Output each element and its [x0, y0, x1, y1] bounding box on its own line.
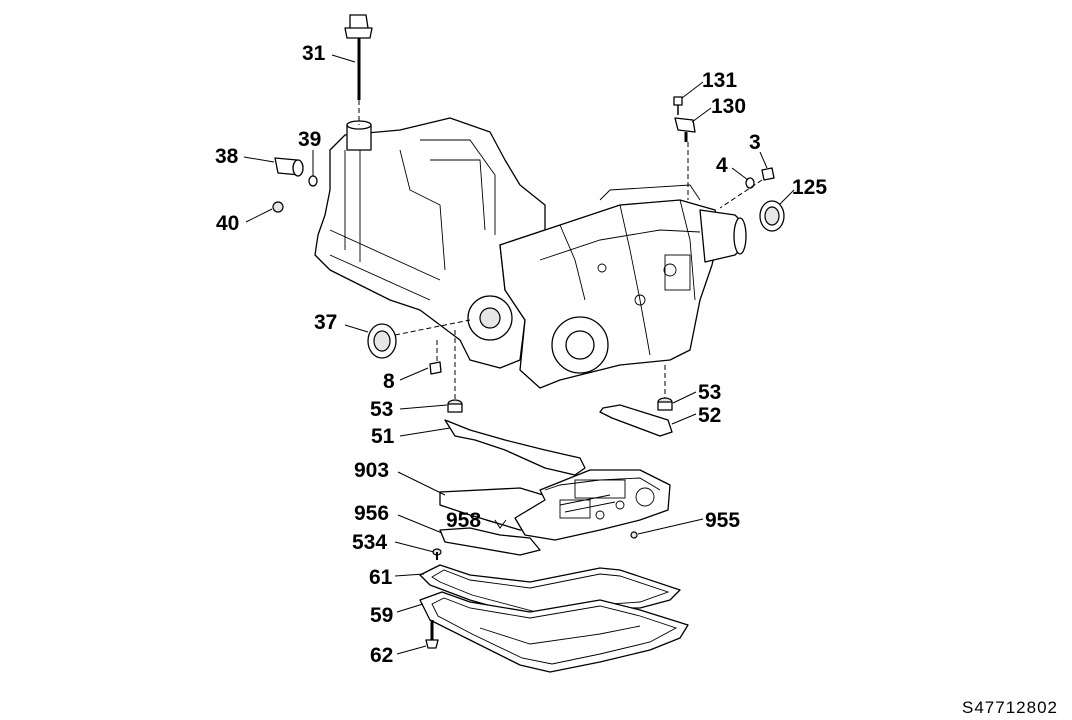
o-ring-39 — [308, 175, 318, 187]
callout-52: 52 — [698, 404, 721, 427]
plug-8 — [429, 340, 442, 375]
speed-sensor-130 — [674, 117, 696, 200]
callout-61: 61 — [369, 566, 393, 589]
callout-38: 38 — [215, 145, 239, 168]
clip-958 — [494, 519, 507, 529]
seal-37 — [367, 319, 471, 359]
oil-pan-59 — [419, 591, 689, 673]
callout-4: 4 — [716, 154, 728, 177]
plug-955 — [630, 531, 638, 539]
plug-3 — [719, 167, 775, 209]
leader-lines — [243, 54, 795, 655]
seal-53-right — [657, 365, 673, 411]
cover-51 — [444, 419, 586, 476]
dipstick — [344, 14, 373, 125]
callout-958: 958 — [446, 509, 481, 532]
callout-130: 130 — [711, 95, 746, 118]
callout-40: 40 — [216, 212, 239, 235]
callout-903: 903 — [354, 459, 389, 482]
callout-125: 125 — [792, 176, 827, 199]
bolt-131 — [673, 96, 683, 115]
callout-534: 534 — [352, 531, 387, 554]
bolt-534 — [432, 548, 442, 560]
sensor-38 — [274, 157, 304, 177]
callout-37: 37 — [314, 311, 337, 334]
callout-39: 39 — [298, 128, 321, 151]
valve-body-assembly — [439, 469, 671, 541]
callout-53-left: 53 — [370, 398, 393, 421]
callout-955: 955 — [705, 509, 740, 532]
o-ring-4 — [745, 177, 755, 189]
callout-51: 51 — [371, 425, 395, 448]
callout-956: 956 — [354, 502, 389, 525]
transmission-case — [314, 117, 747, 389]
seal-53-left — [447, 330, 463, 413]
callout-131: 131 — [702, 69, 737, 92]
callout-62: 62 — [370, 644, 393, 667]
callout-3: 3 — [749, 131, 761, 154]
callout-8: 8 — [383, 370, 395, 393]
callout-31: 31 — [302, 42, 326, 65]
seal-125 — [759, 200, 785, 232]
document-number: S47712802 — [962, 698, 1058, 717]
drain-plug-62 — [425, 620, 439, 649]
gasket-61-inner — [431, 569, 670, 614]
callout-53-right: 53 — [698, 381, 721, 404]
plate-956 — [439, 527, 541, 556]
plug-40 — [272, 201, 284, 213]
bracket-52 — [599, 404, 673, 437]
callout-59: 59 — [370, 604, 393, 627]
callout-labels: 31 38 39 40 37 8 53 51 903 956 958 534 6… — [215, 42, 827, 667]
